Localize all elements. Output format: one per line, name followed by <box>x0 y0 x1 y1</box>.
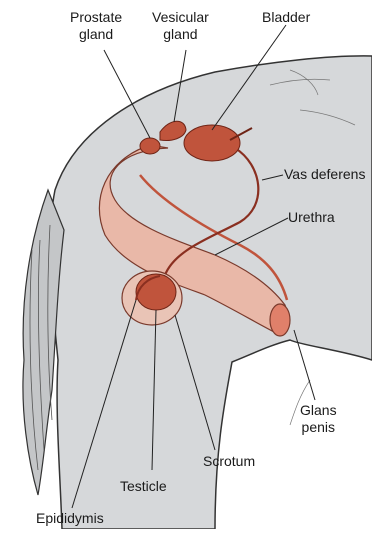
label-glans-line2: penis <box>302 419 335 435</box>
bladder-shape <box>184 125 240 161</box>
testicle-shape <box>136 274 176 310</box>
label-prostate-line2: gland <box>79 26 113 42</box>
label-vesicular-line1: Vesicular <box>152 9 209 25</box>
glans-shape <box>270 304 290 336</box>
label-vesicular-gland: Vesicular gland <box>152 9 209 43</box>
label-glans-line1: Glans <box>300 402 337 418</box>
label-bladder: Bladder <box>262 9 310 26</box>
label-vas-deferens: Vas deferens <box>284 166 365 183</box>
label-vesicular-line2: gland <box>163 26 197 42</box>
label-scrotum: Scrotum <box>203 453 255 470</box>
label-epididymis: Epididymis <box>36 510 104 527</box>
prostate-shape <box>140 138 160 154</box>
label-testicle: Testicle <box>120 478 167 495</box>
label-urethra: Urethra <box>288 209 335 226</box>
label-prostate-gland: Prostate gland <box>70 9 122 43</box>
label-glans-penis: Glans penis <box>300 402 337 436</box>
label-prostate-line1: Prostate <box>70 9 122 25</box>
